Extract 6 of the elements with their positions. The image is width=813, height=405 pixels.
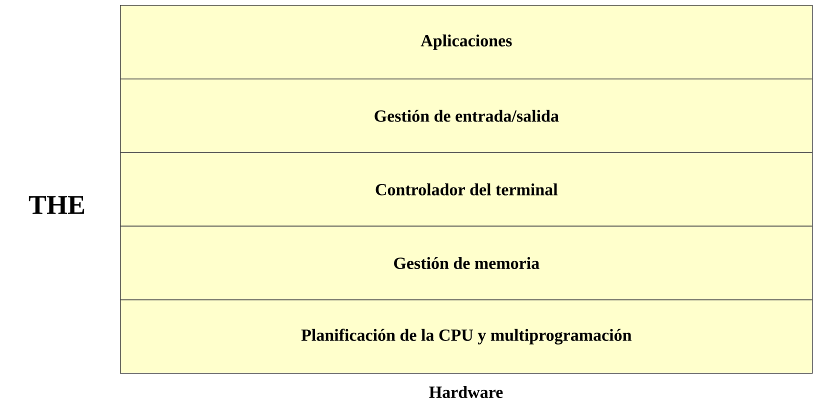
layer-band: Controlador del terminal — [120, 152, 813, 227]
system-name: THE — [28, 196, 84, 214]
layer-band: Gestión de entrada/salida — [120, 78, 813, 153]
layer-band: Planificación de la CPU y multiprogramación — [120, 299, 813, 374]
layer-band: Gestión de memoria — [120, 226, 813, 300]
layer-band: Aplicaciones — [120, 5, 813, 80]
